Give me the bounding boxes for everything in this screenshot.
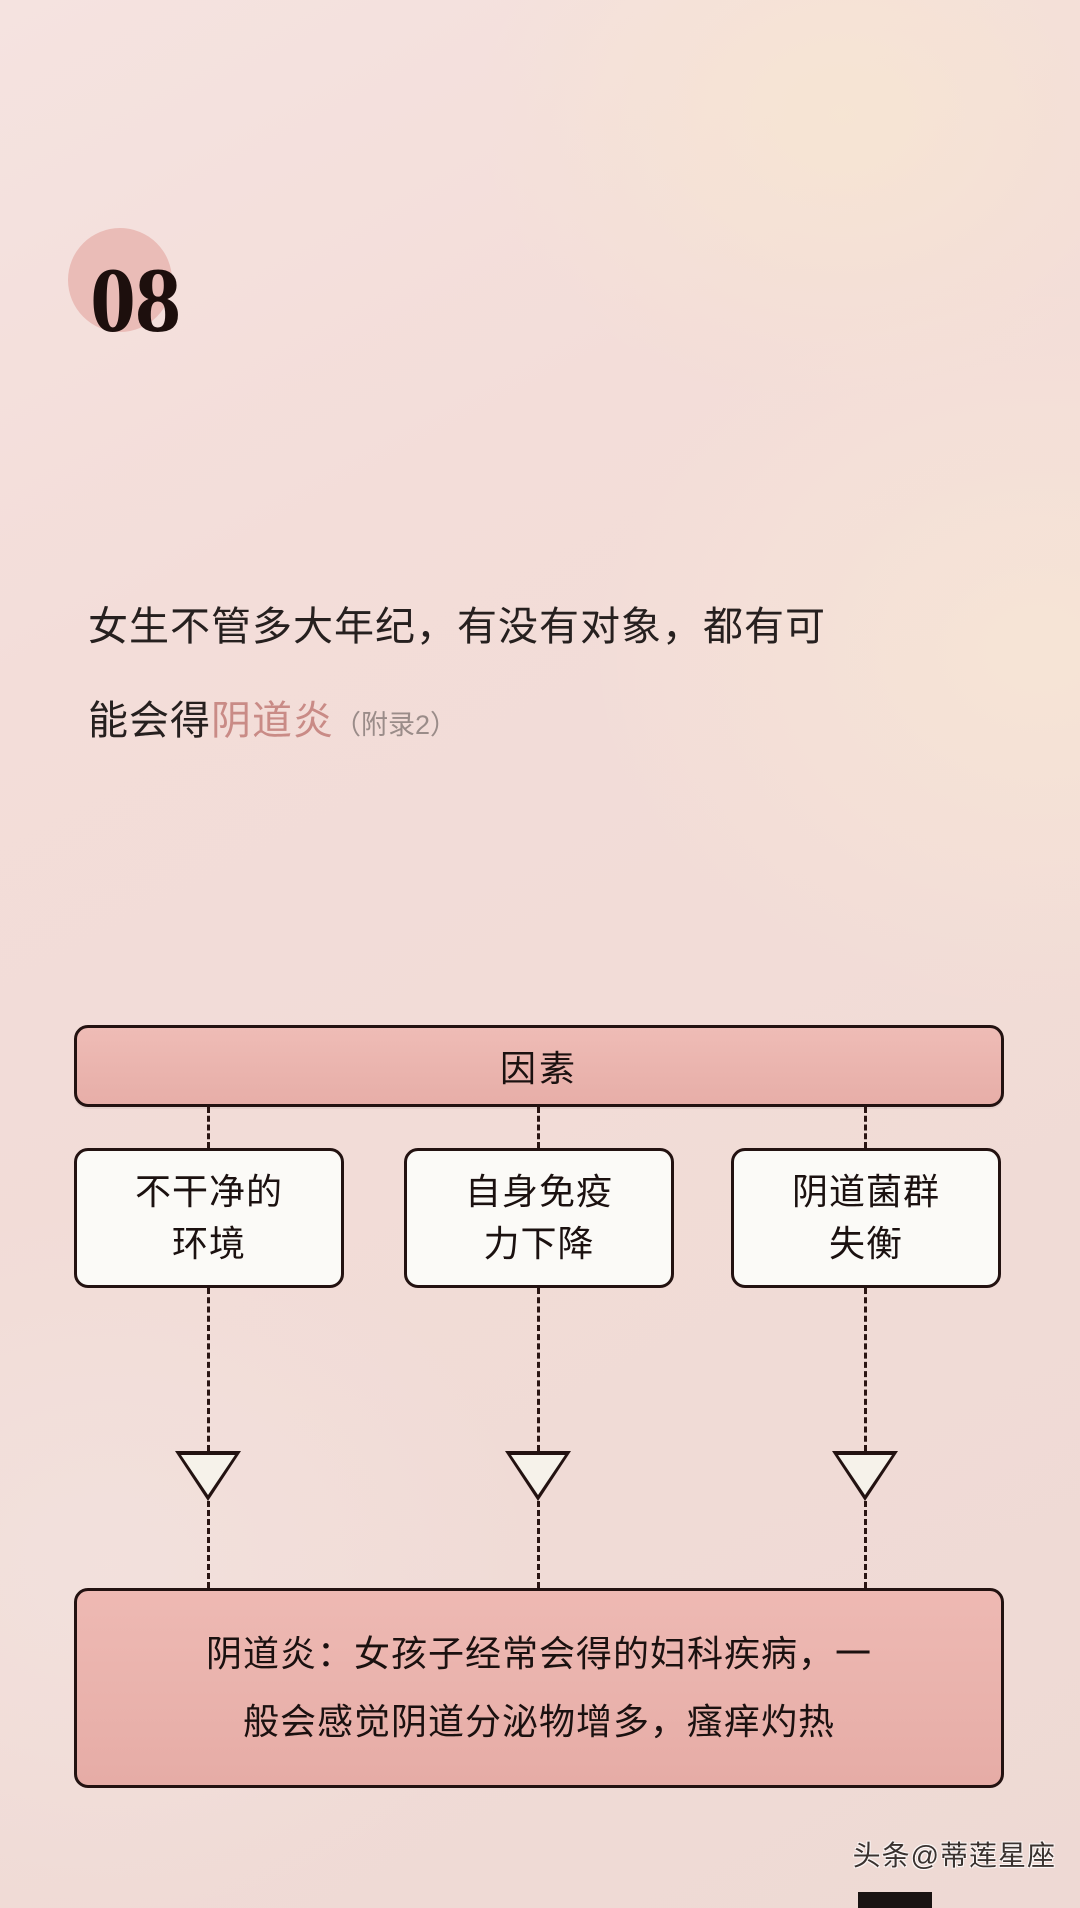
factor-3-line-2: 失衡: [828, 1223, 903, 1264]
bottom-notch: [858, 1892, 932, 1908]
connector-factor-2-to-arrow: [537, 1288, 540, 1451]
headline-line-2-prefix: 能会得: [88, 699, 211, 743]
headline-appendix-note: （附录2）: [334, 710, 458, 740]
connector-factor-3-to-arrow: [864, 1288, 867, 1451]
connector-factor-1-to-arrow: [207, 1288, 210, 1451]
section-number-block: 08: [62, 222, 482, 402]
connector-arrow-3-to-result: [864, 1501, 867, 1588]
factor-3-line-1: 阴道菌群: [791, 1171, 940, 1212]
watermark: 头条@蒂莲星座: [852, 1840, 1056, 1871]
factor-1-line-1: 不干净的: [134, 1171, 283, 1212]
result-line-1: 阴道炎：女孩子经常会得的妇科疾病，一: [205, 1633, 872, 1674]
headline-line-1: 女生不管多大年纪，有没有对象，都有可: [88, 605, 826, 649]
headline-accent-term: 阴道炎: [211, 699, 334, 743]
factor-box-3: 阴道菌群 失衡: [731, 1148, 1001, 1288]
factor-box-2: 自身免疫 力下降: [404, 1148, 674, 1288]
section-number: 08: [90, 249, 181, 351]
connector-header-to-factor-2: [537, 1107, 540, 1148]
flow-header-box: 因素: [74, 1025, 1004, 1107]
factor-2-line-1: 自身免疫: [464, 1171, 613, 1212]
connector-arrow-2-to-result: [537, 1501, 540, 1588]
factor-1-line-2: 环境: [171, 1223, 246, 1264]
decorative-circle: [68, 228, 172, 332]
result-box: 阴道炎：女孩子经常会得的妇科疾病，一 般会感觉阴道分泌物增多，瘙痒灼热: [74, 1588, 1004, 1788]
factor-box-1: 不干净的 环境: [74, 1148, 344, 1288]
result-line-2: 般会感觉阴道分泌物增多，瘙痒灼热: [242, 1701, 835, 1742]
factor-2-line-2: 力下降: [483, 1223, 595, 1264]
flow-header-label: 因素: [499, 1048, 578, 1089]
connector-header-to-factor-3: [864, 1107, 867, 1148]
page-title: 女生不管多大年纪，有没有对象，都有可 能会得阴道炎（附录2）: [88, 580, 1008, 772]
connector-arrow-1-to-result: [207, 1501, 210, 1588]
connector-header-to-factor-1: [207, 1107, 210, 1148]
